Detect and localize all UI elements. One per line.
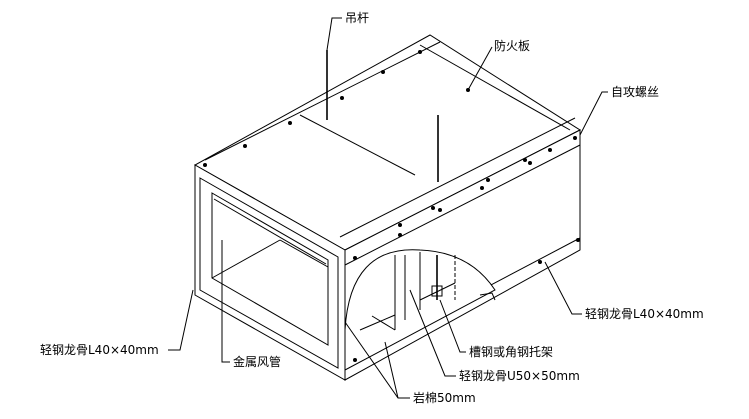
label-fire-board: 防火板 [494, 38, 530, 53]
self-tapping-screws [203, 50, 580, 362]
label-light-steel-keel-u: 轻钢龙骨U50×50mm [459, 369, 580, 383]
label-hanger-rod: 吊杆 [345, 11, 369, 25]
label-channel-bracket: 槽钢或角钢托架 [469, 345, 553, 359]
label-rock-wool: 岩棉50mm [413, 390, 476, 405]
metal-duct-opening [211, 192, 329, 346]
label-self-tapping-screw: 自攻螺丝 [611, 85, 659, 99]
label-light-steel-keel-left: 轻钢龙骨L40×40mm [40, 343, 159, 357]
label-metal-duct: 金属风管 [233, 354, 281, 369]
label-light-steel-keel-right: 轻钢龙骨L40×40mm [585, 307, 704, 321]
